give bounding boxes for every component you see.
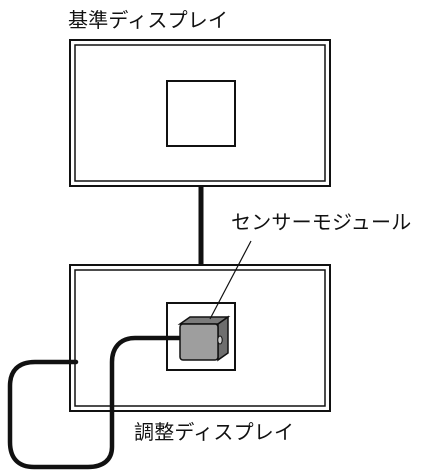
reference-display-label: 基準ディスプレイ [68,8,229,32]
sensor-cable [7,335,183,470]
reference-display [69,39,331,187]
sensor-module-icon [177,315,231,362]
sensor-module-label: センサーモジュール [231,210,412,234]
adjusted-display-label: 調整ディスプレイ [134,420,295,444]
sensor-leader-line [209,240,252,320]
